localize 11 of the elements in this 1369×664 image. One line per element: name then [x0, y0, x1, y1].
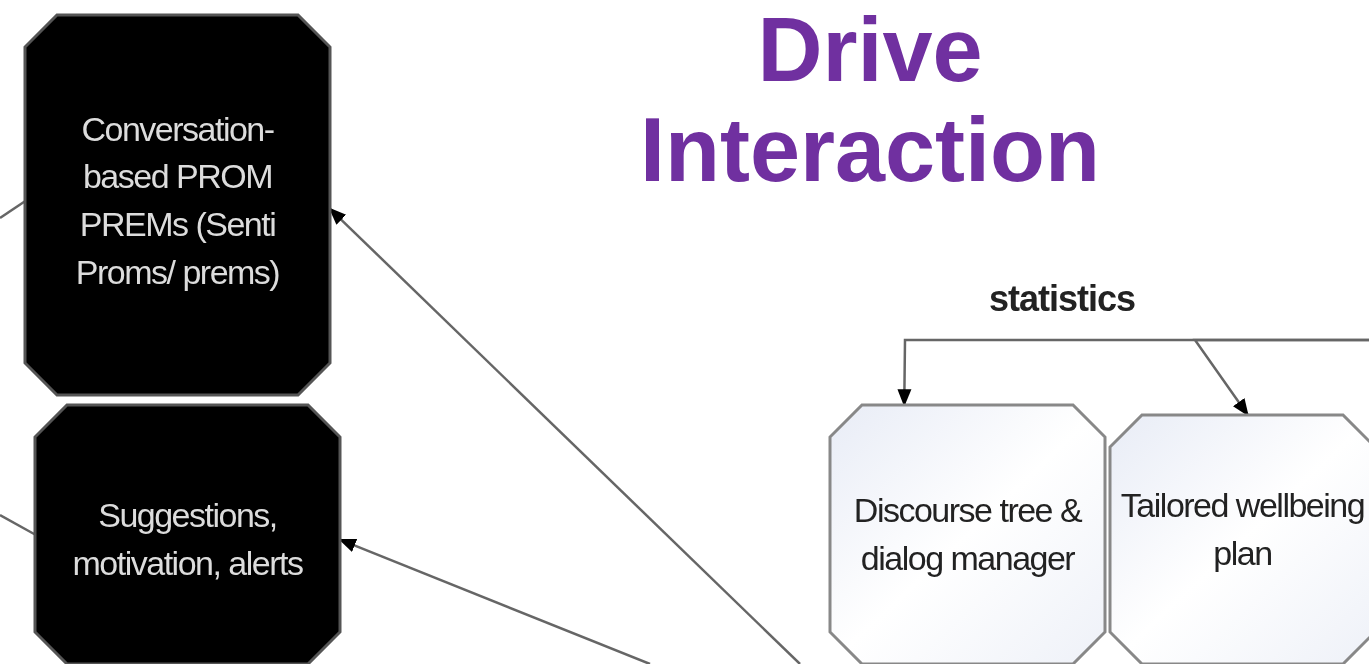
- node-text: Tailored wellbeing plan: [1119, 484, 1366, 574]
- process-box: [1110, 415, 1369, 664]
- process-box: [830, 405, 1105, 664]
- dark-process-box: [35, 405, 340, 664]
- node-text: Discourse tree & dialog manager: [852, 489, 1083, 579]
- dark-process-box: [25, 15, 330, 395]
- node-text: Suggestions, motivation, alerts: [71, 494, 304, 584]
- title: Drive Interaction: [638, 0, 1102, 200]
- connector-line: [0, 513, 36, 536]
- node-text: Conversation-based PROM PREMs (Senti Proms/ prems): [74, 108, 281, 293]
- connector-line: [0, 200, 26, 220]
